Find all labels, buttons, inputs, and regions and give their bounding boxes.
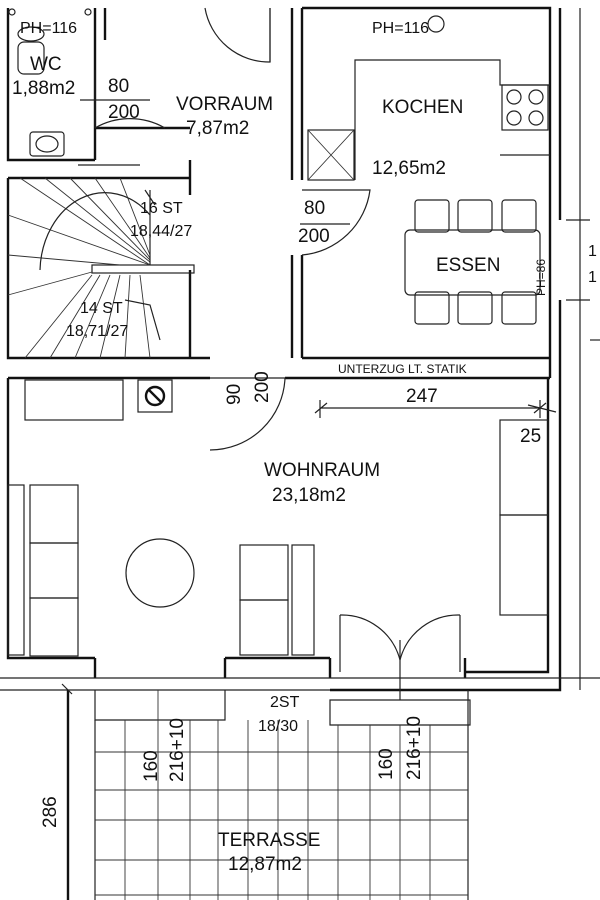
sideboard [24, 379, 124, 421]
staircase [7, 177, 195, 359]
wc-door-width: 80 [108, 76, 129, 97]
ph-marker-icon [427, 15, 445, 33]
stove-icon [501, 84, 549, 131]
living-area: 23,18m2 [272, 485, 346, 506]
stair-upper-count: 16 ST [140, 200, 183, 217]
fridge-icon [307, 129, 355, 181]
living-name: WOHNRAUM [264, 460, 380, 481]
stair-lower-count: 14 ST [80, 300, 123, 317]
round-table [125, 538, 195, 608]
dim-247: 247 [406, 386, 438, 407]
terrace-stair-ratio: 18/30 [258, 718, 298, 735]
entry-door-swing [204, 7, 271, 63]
edge-dim-1a: 1 [588, 243, 597, 260]
wc-door-height: 200 [108, 102, 140, 123]
dim-25: 25 [520, 426, 541, 447]
wc-name: WC [30, 54, 62, 75]
kitchen-door-swing [301, 189, 371, 256]
kitchen-door-width: 80 [304, 198, 325, 219]
wc-ph-label: PH=116 [20, 20, 77, 37]
stove-flue-icon [144, 385, 166, 407]
dimension-lines [61, 164, 557, 695]
right-160: 160 [376, 748, 397, 780]
stair-upper-ratio: 18,44/27 [130, 223, 192, 240]
stair-lower-ratio: 18,71/27 [66, 323, 128, 340]
kitchen-ph-label: PH=116 [372, 20, 429, 37]
kitchen-door-height: 200 [298, 226, 330, 247]
dining-ph-label: PH=86 [534, 259, 548, 296]
living-door-swing [209, 377, 286, 451]
living-fixtures [7, 377, 549, 700]
kitchen-area: 12,65m2 [372, 158, 446, 179]
terrace-name: TERRASSE [218, 830, 320, 851]
living-door-height: 200 [252, 371, 273, 403]
wc-fixtures [8, 8, 166, 157]
dining-table [404, 199, 541, 325]
vorraum-name: VORRAUM [176, 94, 273, 115]
labels: PH=116 WC 1,88m2 80 200 VORRAUM 7,87m2 P… [12, 20, 597, 875]
terrace-area: 12,87m2 [228, 854, 302, 875]
walls [0, 6, 600, 726]
kitchen-name: KOCHEN [382, 97, 463, 118]
vorraum-area: 7,87m2 [186, 118, 249, 139]
wc-area: 1,88m2 [12, 78, 75, 99]
terrace-door-swing [339, 614, 461, 661]
beam-label: UNTERZUG LT. STATIK [338, 362, 467, 376]
left-216: 216+10 [167, 718, 188, 782]
living-door-width: 90 [224, 384, 245, 405]
edge-dim-1b: 1 [588, 269, 597, 286]
kitchen-fixtures [301, 15, 550, 256]
terrace-grid [66, 690, 469, 900]
dining-name: ESSEN [436, 255, 500, 276]
terrace-stair-count: 2ST [270, 694, 300, 711]
left-160: 160 [141, 750, 162, 782]
chimney-box [137, 379, 173, 413]
sink-icon [29, 131, 65, 157]
toilet-icon [17, 41, 45, 75]
right-216: 216+10 [404, 716, 425, 780]
dim-286: 286 [40, 796, 61, 828]
